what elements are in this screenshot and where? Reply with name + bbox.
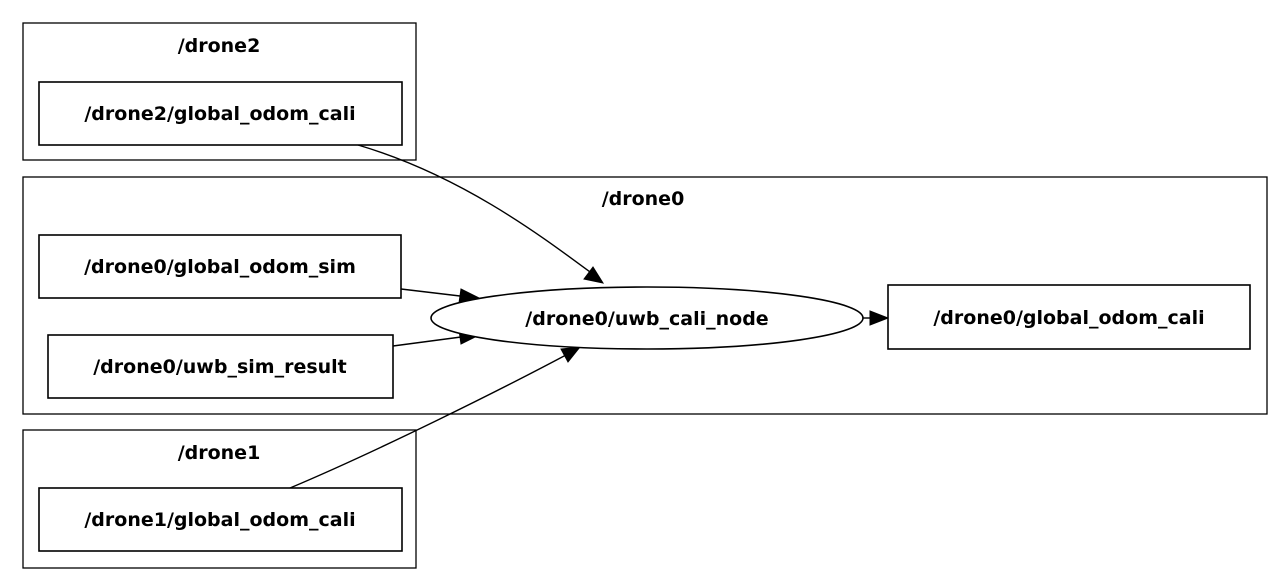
- edge-drone2-global-odom-cali-to-uwb-cali-node: [357, 144, 591, 273]
- node-drone0-uwb-sim-result-label: /drone0/uwb_sim_result: [93, 356, 347, 378]
- node-drone0-global-odom-cali[interactable]: /drone0/global_odom_cali: [887, 284, 1251, 350]
- arrowhead-to-global-odom-cali: [869, 310, 890, 326]
- cluster-drone1-label: /drone1: [178, 442, 261, 464]
- edge-drone0-global-odom-sim-to-uwb-cali-node: [400, 288, 461, 297]
- node-drone2-global-odom-cali-label: /drone2/global_odom_cali: [84, 103, 355, 125]
- node-drone2-global-odom-cali[interactable]: /drone2/global_odom_cali: [38, 81, 403, 146]
- cluster-drone0: /drone0: [22, 176, 1268, 415]
- node-drone0-uwb-cali-node-label: /drone0/uwb_cali_node: [525, 308, 768, 330]
- cluster-drone1: /drone1: [22, 429, 417, 569]
- node-drone0-global-odom-sim-label: /drone0/global_odom_sim: [84, 256, 356, 278]
- node-drone0-uwb-cali-node[interactable]: /drone0/uwb_cali_node: [430, 286, 864, 350]
- node-drone0-uwb-sim-result[interactable]: /drone0/uwb_sim_result: [47, 334, 394, 399]
- node-drone0-global-odom-cali-label: /drone0/global_odom_cali: [933, 307, 1204, 329]
- cluster-drone2-label: /drone2: [178, 35, 261, 57]
- cluster-drone2: /drone2: [22, 22, 417, 161]
- node-drone1-global-odom-cali[interactable]: /drone1/global_odom_cali: [38, 487, 403, 552]
- arrowhead-drone1: [560, 346, 582, 363]
- node-drone0-global-odom-sim[interactable]: /drone0/global_odom_sim: [38, 234, 402, 299]
- cluster-drone0-label: /drone0: [602, 188, 685, 210]
- edge-drone0-uwb-sim-result-to-uwb-cali-node: [392, 336, 462, 347]
- edge-drone1-global-odom-cali-to-uwb-cali-node: [289, 354, 567, 489]
- arrowhead-drone2: [583, 266, 605, 284]
- node-drone1-global-odom-cali-label: /drone1/global_odom_cali: [84, 509, 355, 531]
